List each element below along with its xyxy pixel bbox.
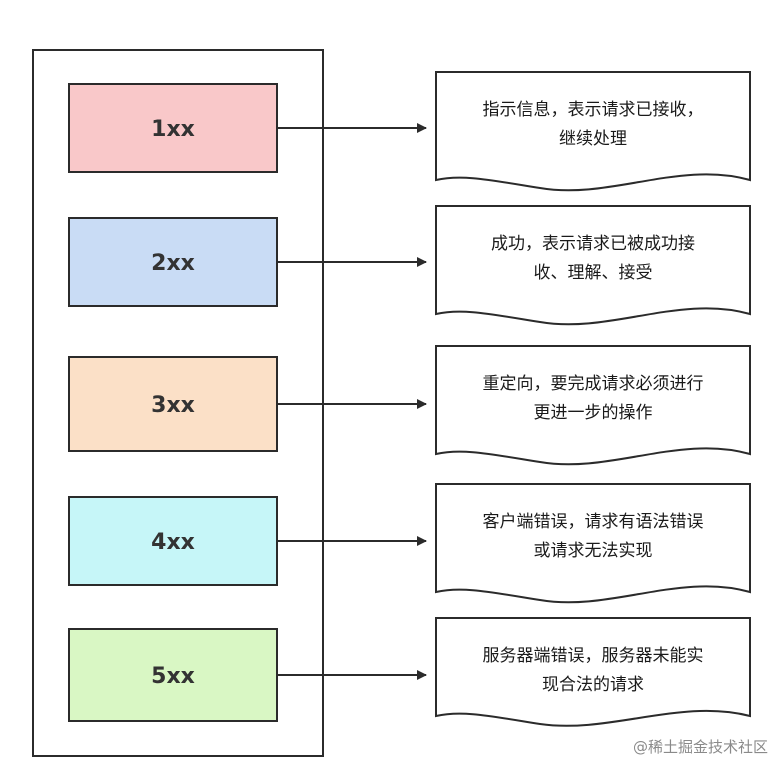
status-row-4xx: 4xx 客户端错误，请求有语法错误 或请求无法实现 [68,483,751,604]
watermark-text: @稀土掘金技术社区 [633,738,768,756]
description-line: 指示信息，表示请求已接收， [483,100,704,120]
description-line: 收、理解、接受 [534,263,653,283]
description-line: 更进一步的操作 [534,403,653,423]
description-line: 继续处理 [559,129,627,149]
status-row-1xx: 1xx 指示信息，表示请求已接收， 继续处理 [68,71,751,192]
status-row-2xx: 2xx 成功，表示请求已被成功接 收、理解、接受 [68,205,751,326]
description-line: 或请求无法实现 [534,541,653,561]
description-line: 现合法的请求 [542,675,644,695]
status-code-label: 1xx [151,117,195,142]
status-box-5xx [68,628,278,722]
status-box-1xx [68,83,278,173]
status-row-3xx: 3xx 重定向，要完成请求必须进行 更进一步的操作 [68,345,751,466]
description-doc-shape [435,205,751,326]
status-code-label: 5xx [151,664,195,689]
status-row-5xx: 5xx 服务器端错误，服务器未能实 现合法的请求 [68,617,751,727]
status-code-label: 2xx [151,251,195,276]
status-box-2xx [68,217,278,307]
status-code-label: 3xx [151,393,195,418]
description-line: 客户端错误，请求有语法错误 [483,512,704,532]
description-doc-shape [435,345,751,466]
description-line: 成功，表示请求已被成功接 [491,234,695,254]
description-doc-shape [435,71,751,192]
description-doc-shape [435,483,751,604]
description-line: 重定向，要完成请求必须进行 [483,374,704,394]
status-code-label: 4xx [151,530,195,555]
status-box-3xx [68,356,278,452]
description-doc-shape [435,617,751,727]
description-line: 服务器端错误，服务器未能实 [483,646,704,666]
